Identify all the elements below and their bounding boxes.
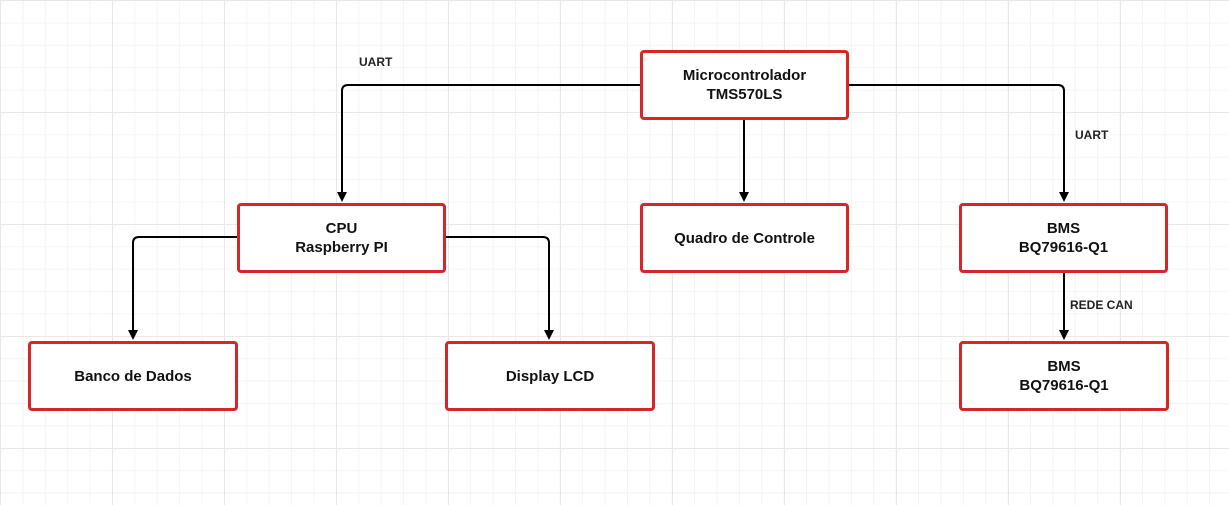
node-bms-top-line1: BMS [1046,220,1081,237]
edge-micro-to-cpu [337,84,640,202]
edge-label-uart-left: UART [359,55,393,69]
node-database-line1: Banco de Dados [74,367,192,385]
edge-label-uart-right: UART [1075,128,1109,142]
node-bms-bottom-line1: BMS [1047,358,1081,375]
node-display[interactable]: Display LCD [445,341,655,411]
node-database[interactable]: Banco de Dados [28,341,238,411]
node-bms-top[interactable]: BMS BQ79616-Q1 [959,203,1168,273]
node-bms-bottom[interactable]: BMS BQ79616-Q1 [959,341,1169,411]
edge-cpu-to-display [445,236,554,340]
node-microcontroller-line1: Microcontrolador [682,67,807,84]
edge-cpu-to-database [128,236,237,340]
node-control-panel-line1: Quadro de Controle [674,229,815,247]
node-cpu-line1: CPU [325,220,358,237]
node-microcontroller-line2: TMS570LS [706,86,783,103]
node-cpu[interactable]: CPU Raspberry PI [237,203,446,273]
node-bms-top-line2: BQ79616-Q1 [1018,239,1109,256]
node-bms-bottom-line2: BQ79616-Q1 [1019,377,1109,394]
node-cpu-line2: Raspberry PI [295,239,388,256]
edge-label-rede-can: REDE CAN [1070,298,1133,312]
node-microcontroller[interactable]: Microcontrolador TMS570LS [640,50,849,120]
edge-micro-to-bms [848,84,1069,202]
node-control-panel[interactable]: Quadro de Controle [640,203,849,273]
node-display-line1: Display LCD [505,367,595,385]
